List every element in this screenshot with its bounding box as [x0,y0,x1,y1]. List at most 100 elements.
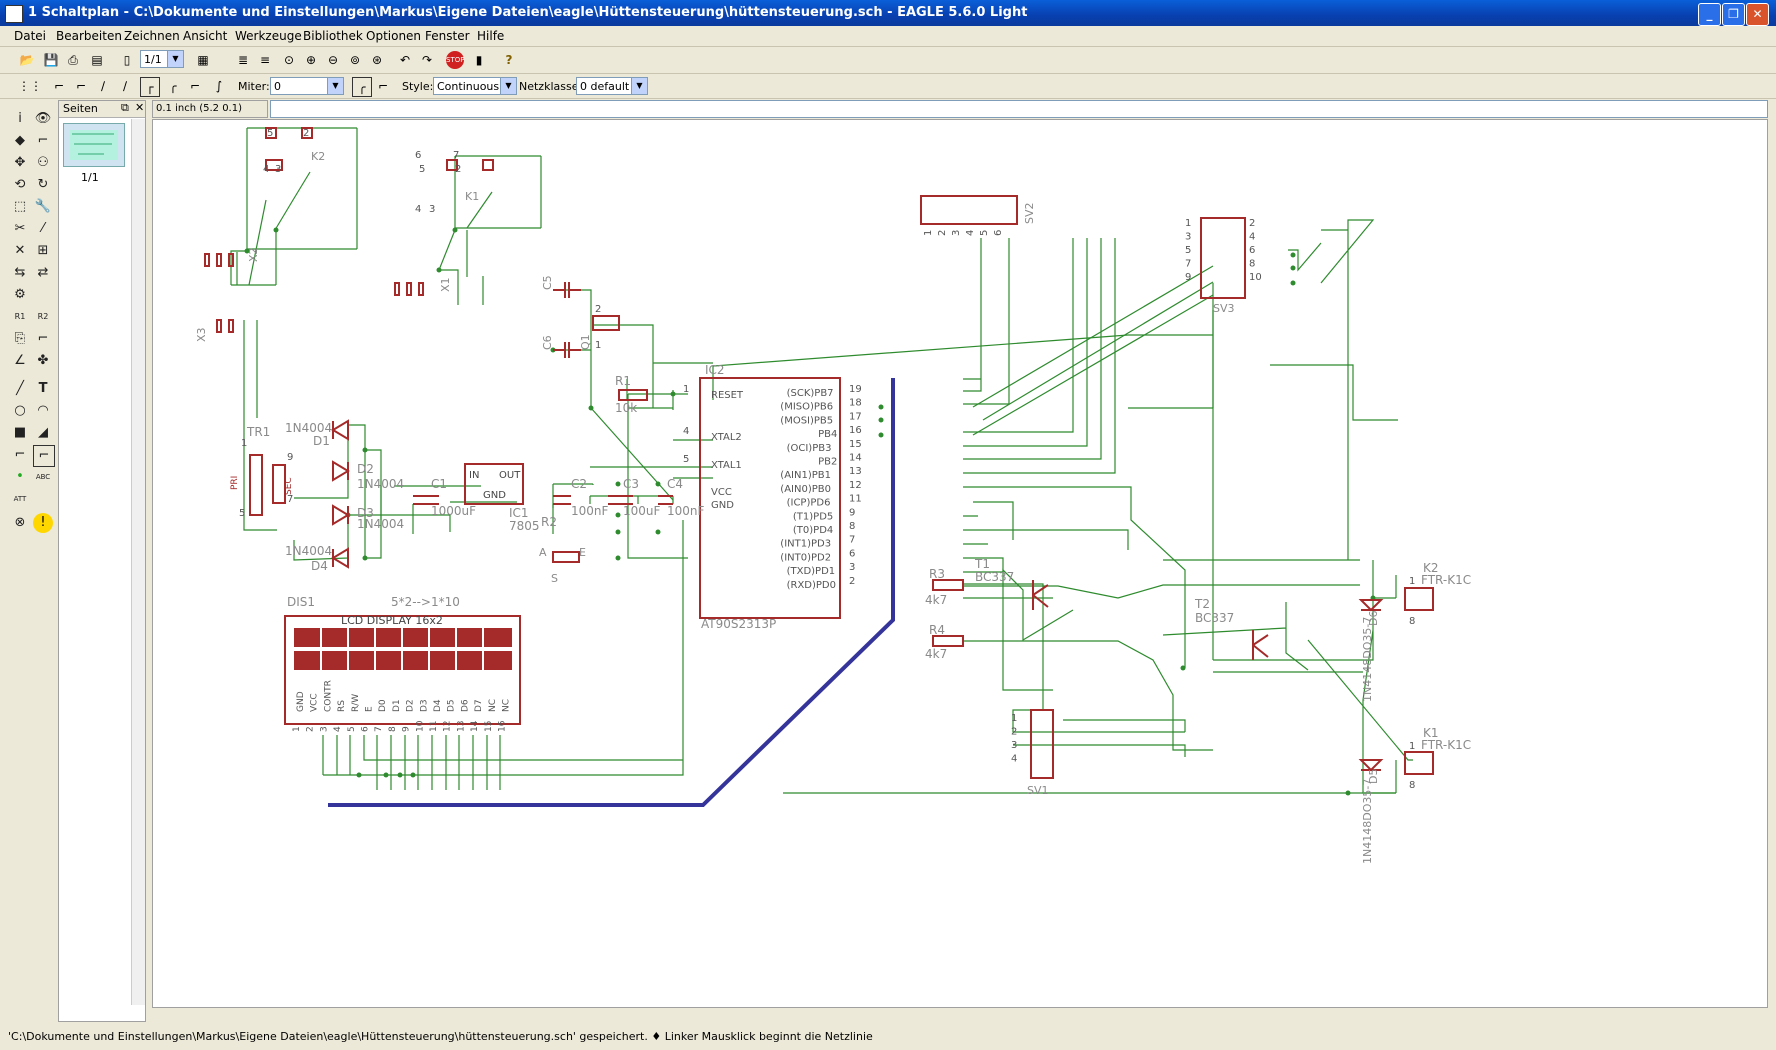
close-icon[interactable]: ✕ [1746,3,1769,26]
open-icon[interactable]: 📂 [19,53,35,67]
menu-bibliothek[interactable]: Bibliothek [303,29,363,43]
cut-icon[interactable]: ✂ [14,221,26,236]
smash-icon[interactable]: ⎘ [14,331,26,346]
display-icon[interactable]: ◆ [15,133,25,148]
menu-fenster[interactable]: Fenster [425,29,470,43]
menu-ansicht[interactable]: Ansicht [183,29,228,43]
value-icon[interactable]: R2 [37,312,49,321]
wire-bend-7-icon[interactable]: ∫ [215,79,223,93]
paste-icon[interactable]: ⁄ [41,221,45,236]
page-thumbnail[interactable] [63,123,125,167]
arc-icon[interactable]: ◠ [37,403,49,418]
name-icon[interactable]: R1 [14,312,26,321]
run-ulp-icon[interactable]: ≡ [259,53,271,67]
mark-icon[interactable]: ⌐ [37,133,49,148]
print-icon[interactable]: ⎙ [68,53,78,67]
action-toolbar: 📂 💾 ⎙ ▤ ▯ 1/1▼ ▦ ≣ ≡ ⊙ ⊕ ⊖ ⊚ ⊛ ↶ ↷ STOP … [0,47,1776,74]
undo-icon[interactable]: ↶ [399,53,411,67]
wire-bend-3-icon[interactable]: ∕ [122,79,128,93]
net-icon[interactable]: ⌐ [33,445,55,467]
add-icon[interactable]: ⊞ [37,243,49,258]
miter-icon[interactable]: ⌐ [37,331,49,346]
board-icon[interactable]: ▦ [197,53,209,67]
menu-bearbeiten[interactable]: Bearbeiten [56,29,122,43]
bus-icon[interactable]: ⌐ [14,447,26,462]
wire-icon[interactable]: ╱ [16,381,24,396]
invoke-icon[interactable]: ✤ [37,353,49,368]
errors-icon[interactable]: ! [33,513,53,533]
undock-icon[interactable]: ⧉ [121,101,129,114]
menu-werkzeuge[interactable]: Werkzeuge [235,29,302,43]
schematic-drawing[interactable]: K2 K1 X1 X2 X3 SV2 SV3 SV1 C5 C6 Q1 IC2 … [153,120,1768,1008]
lcd-pin-number: 6 [361,726,371,732]
zoom-out-icon[interactable]: ⊖ [327,53,339,67]
c5-label: C5 [541,275,554,290]
label-icon[interactable]: ABC [35,473,51,481]
circle-icon[interactable]: ○ [14,403,26,418]
group-icon[interactable]: ⬚ [13,199,27,214]
zoom-in-icon[interactable]: ⊕ [305,53,317,67]
attribute-icon[interactable]: ATT [13,495,27,503]
cam-icon[interactable]: ▤ [91,53,103,67]
sheet-icon[interactable]: ▯ [123,53,131,67]
erc-icon[interactable]: ⊗ [14,515,26,530]
replace-icon[interactable]: ⚙ [14,287,26,302]
mirror-icon[interactable]: ⟲ [14,177,26,192]
schematic-canvas[interactable]: K2 K1 X1 X2 X3 SV2 SV3 SV1 C5 C6 Q1 IC2 … [152,119,1768,1008]
ic1-value: 7805 [509,519,540,533]
netclass-select[interactable]: 0 default▼ [576,77,648,95]
wire-bend-2-icon[interactable]: ∕ [100,79,106,93]
rect-icon[interactable]: ■ [13,425,27,440]
script-icon[interactable]: ≣ [237,53,249,67]
r4-value: 4k7 [925,647,947,661]
eagle-app-icon[interactable] [5,5,23,23]
junction-icon[interactable]: • [16,469,24,484]
redo-icon[interactable]: ↷ [421,53,433,67]
wire-bend-6-icon[interactable]: ⌐ [189,79,201,93]
wire-bend-1-icon[interactable]: ⌐ [75,79,87,93]
move-icon[interactable]: ✥ [14,155,26,170]
k1-pin: 6 [415,150,421,161]
miter-round-icon[interactable]: ╭ [352,77,372,97]
sv2-pin-number: 4 [965,230,976,236]
sheet-select[interactable]: 1/1▼ [140,50,184,68]
polygon-icon[interactable]: ◢ [38,425,48,440]
command-input[interactable] [270,100,1768,118]
wire-bend-5-icon[interactable]: ╭ [169,79,177,93]
menu-zeichnen[interactable]: Zeichnen [124,29,180,43]
maximize-icon[interactable]: ❐ [1722,3,1745,26]
zoom-redraw-icon[interactable]: ⊚ [349,53,361,67]
ic2-right-pin-number: 8 [849,521,855,532]
zoom-select-icon[interactable]: ⊛ [371,53,383,67]
menu-datei[interactable]: Datei [14,29,47,43]
show-icon[interactable]: 👁 [34,111,52,126]
zoom-fit-icon[interactable]: ⊙ [283,53,295,67]
wire-bend-0-icon[interactable]: ⌐ [53,79,65,93]
stop-icon[interactable]: STOP [446,51,464,69]
minimize-icon[interactable]: _ [1698,3,1721,26]
gateswap-icon[interactable]: ⇄ [37,265,49,280]
dis1-note: 5*2-->1*10 [391,595,460,609]
delete-icon[interactable]: ✕ [14,243,26,258]
style-select[interactable]: Continuous▼ [433,77,517,95]
menu-optionen[interactable]: Optionen [366,29,422,43]
split-icon[interactable]: ∠ [14,353,26,368]
go-icon[interactable]: ▮ [475,53,483,67]
info-icon[interactable]: i [18,111,22,126]
lcd-pin-number: 11 [429,721,439,732]
help-icon[interactable]: ? [505,53,513,67]
pinswap-icon[interactable]: ⇆ [14,265,26,280]
miter-select[interactable]: 0▼ [270,77,344,95]
copy-icon[interactable]: ⚇ [37,155,49,170]
pages-scrollbar[interactable] [131,119,145,1005]
ic2-right-pin-number: 12 [849,480,862,491]
change-icon[interactable]: 🔧 [34,199,52,214]
menu-hilfe[interactable]: Hilfe [477,29,505,43]
text-icon[interactable]: T [38,381,48,396]
wire-bend-4-icon[interactable]: ┌ [140,77,160,97]
save-icon[interactable]: 💾 [43,53,59,67]
miter-straight-icon[interactable]: ⌐ [377,79,389,93]
rotate-icon[interactable]: ↻ [37,177,49,192]
grid-icon[interactable]: ⋮⋮ [18,79,42,93]
close-panel-icon[interactable]: ✕ [135,101,145,114]
